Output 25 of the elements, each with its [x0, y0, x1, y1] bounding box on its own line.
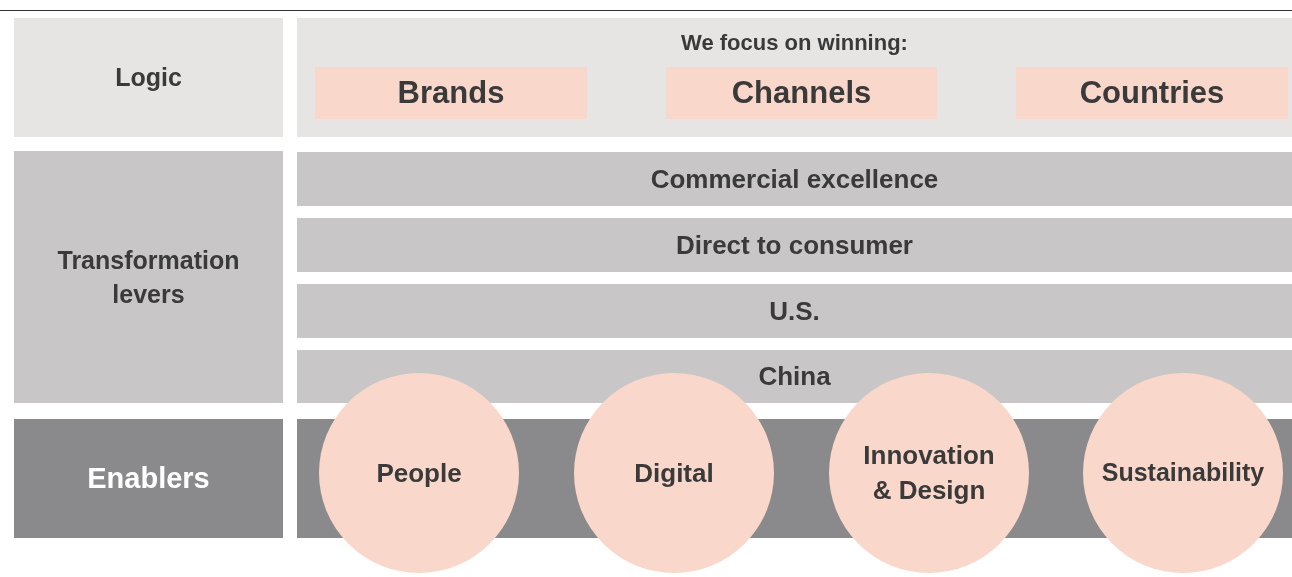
row-header — [14, 18, 283, 137]
lever-bar — [297, 284, 1292, 338]
heading: We focus on winning: — [681, 29, 908, 57]
pillar-box — [666, 67, 937, 119]
node-label: Commercial excellence — [650, 162, 939, 196]
node-label: U.S. — [769, 294, 820, 328]
node-label: Logic — [115, 61, 182, 93]
lever-bar — [297, 152, 1292, 206]
node-label: Transformation levers — [56, 245, 241, 310]
row-header — [14, 419, 283, 538]
node-label: People — [376, 456, 462, 490]
lever-bar — [297, 218, 1292, 272]
node-label: Innovation & Design — [862, 439, 996, 507]
pillar-box — [315, 67, 587, 119]
pillar-box — [1016, 67, 1288, 119]
node-label: Channels — [731, 73, 872, 112]
node-label: Enablers — [87, 460, 210, 496]
logic-panel — [297, 18, 1292, 137]
node-label: Digital — [634, 456, 714, 490]
node-label: China — [758, 360, 831, 393]
node-label: Sustainability — [1101, 457, 1265, 489]
row-header — [14, 151, 283, 403]
node-label: Countries — [1079, 73, 1225, 112]
node-label: Brands — [397, 73, 505, 112]
node-label: Direct to consumer — [676, 228, 913, 262]
